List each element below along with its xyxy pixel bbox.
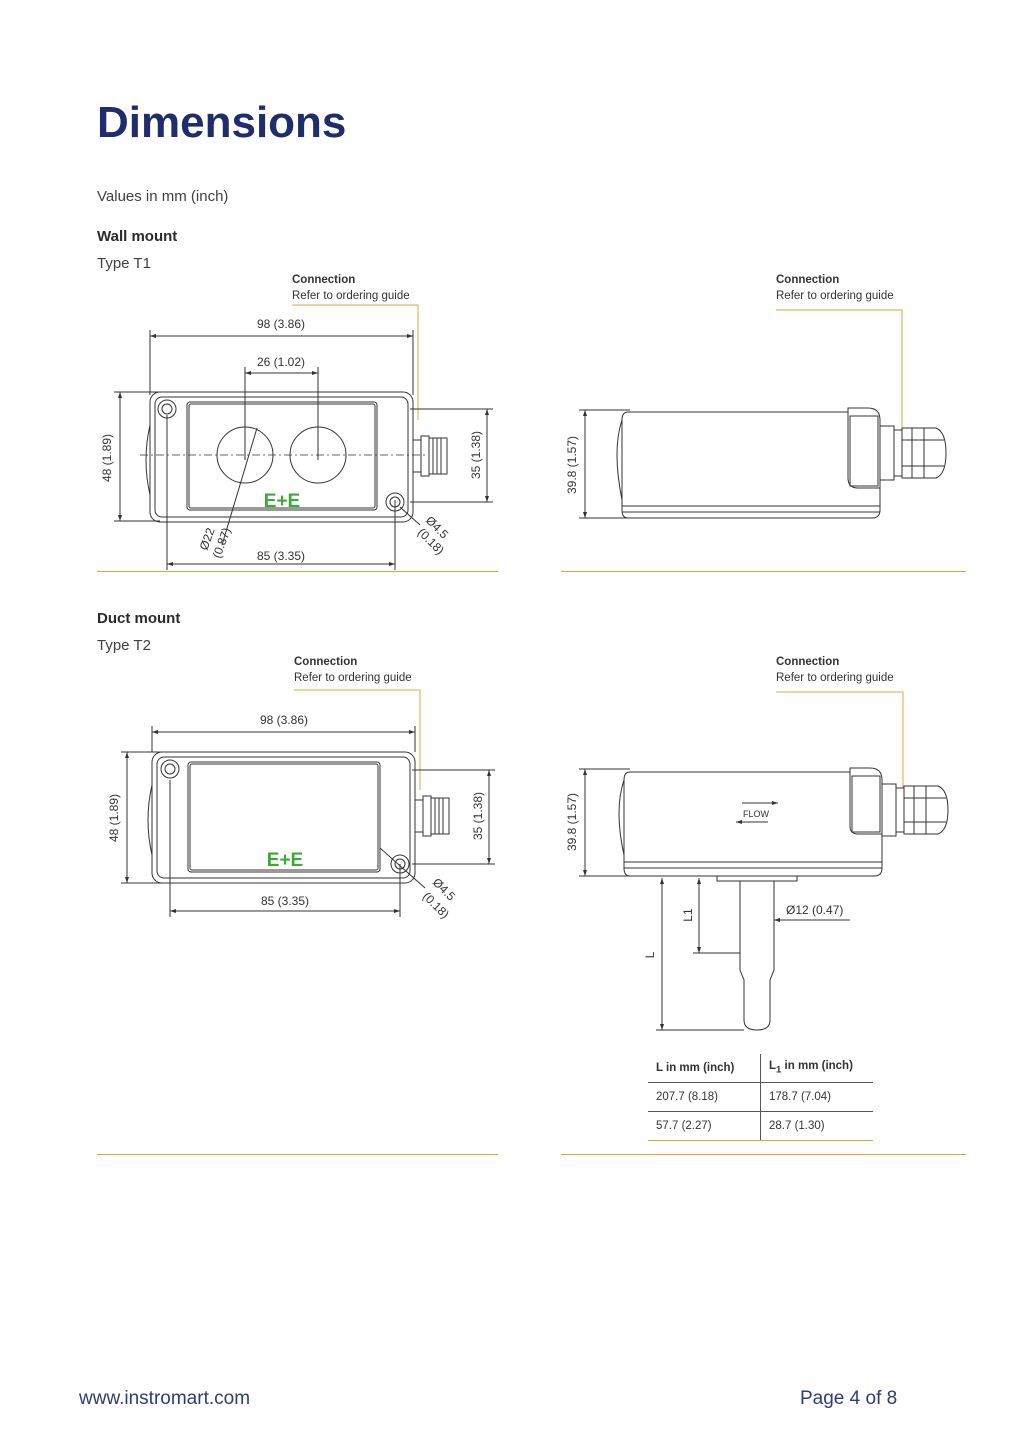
header-units: in mm (inch)	[781, 1060, 853, 1073]
wall-mount-type: Type T1	[97, 255, 151, 272]
dim-connector-height: 35 (1.38)	[469, 431, 483, 479]
table-header-L1: L1 in mm (inch)	[760, 1054, 873, 1083]
duct-side-connection-note: Connection Refer to ordering guide	[776, 654, 894, 686]
connection-title: Connection	[776, 274, 840, 286]
table-cell: 57.7 (2.27)	[648, 1111, 761, 1141]
header-L-symbol: L	[769, 1060, 777, 1073]
ee-logo: E+E	[264, 491, 300, 512]
dim-probe-diameter: Ø12 (0.47)	[786, 903, 843, 917]
connection-note: Refer to ordering guide	[294, 672, 412, 684]
table-header-row: L in mm (inch) L1 in mm (inch)	[648, 1054, 873, 1083]
duct-side-drawing: 39.8 (1.57) FLOW Ø12 (0.47) L L1	[565, 691, 949, 1031]
divider	[97, 571, 498, 572]
table-header-L: L in mm (inch)	[648, 1054, 761, 1083]
dim-hole-spacing: 85 (3.35)	[261, 894, 309, 908]
page-title: Dimensions	[97, 98, 347, 147]
dim-height: 39.8 (1.57)	[565, 436, 579, 494]
footer-page-number: Page 4 of 8	[800, 1388, 898, 1409]
divider	[97, 1154, 498, 1155]
duct-front-drawing: 98 (3.86) 48 (1.89) 35 (1.38) 85 (3.35) …	[107, 689, 495, 920]
ee-logo: E+E	[267, 850, 303, 871]
dim-hole-spacing: 85 (3.35)	[257, 549, 305, 563]
dim-width: 98 (3.86)	[257, 317, 305, 331]
dim-spacing: 26 (1.02)	[257, 355, 305, 369]
flow-label: FLOW	[743, 809, 770, 819]
table-cell: 28.7 (1.30)	[760, 1111, 873, 1141]
wall-front-drawing: 98 (3.86) 26 (1.02) 48 (1.89) 35 (1.38) …	[100, 304, 493, 570]
wall-mount-title: Wall mount	[97, 228, 178, 245]
connection-title: Connection	[776, 656, 840, 668]
connection-title: Connection	[294, 656, 358, 668]
dim-height: 48 (1.89)	[100, 434, 114, 482]
connection-title: Connection	[292, 274, 356, 286]
connection-note: Refer to ordering guide	[776, 290, 894, 302]
table-cell: 207.7 (8.18)	[648, 1082, 761, 1112]
duct-front-connection-note: Connection Refer to ordering guide	[294, 654, 412, 686]
dim-height: 39.8 (1.57)	[565, 793, 579, 851]
wall-side-drawing: 39.8 (1.57)	[565, 309, 947, 519]
probe-length-table: L in mm (inch) L1 in mm (inch) 207.7 (8.…	[648, 1054, 873, 1141]
dim-connector-height: 35 (1.38)	[471, 792, 485, 840]
table-row: 57.7 (2.27) 28.7 (1.30)	[648, 1111, 873, 1141]
footer-website-link[interactable]: www.instromart.com	[79, 1388, 251, 1409]
table-row: 207.7 (8.18) 178.7 (7.04)	[648, 1082, 873, 1112]
wall-side-connection-note: Connection Refer to ordering guide	[776, 272, 894, 304]
dim-L: L	[643, 951, 657, 958]
units-note: Values in mm (inch)	[97, 188, 229, 205]
dim-height: 48 (1.89)	[107, 794, 121, 842]
duct-mount-type: Type T2	[97, 637, 151, 654]
connection-note: Refer to ordering guide	[776, 672, 894, 684]
dim-L1: L1	[681, 908, 695, 922]
wall-front-connection-note: Connection Refer to ordering guide	[292, 272, 410, 304]
divider	[561, 571, 966, 572]
header-subscript: 1	[776, 1064, 782, 1076]
connection-note: Refer to ordering guide	[292, 290, 410, 302]
dim-width: 98 (3.86)	[260, 713, 308, 727]
divider	[561, 1154, 966, 1155]
table-cell: 178.7 (7.04)	[760, 1082, 873, 1112]
duct-mount-title: Duct mount	[97, 610, 181, 627]
